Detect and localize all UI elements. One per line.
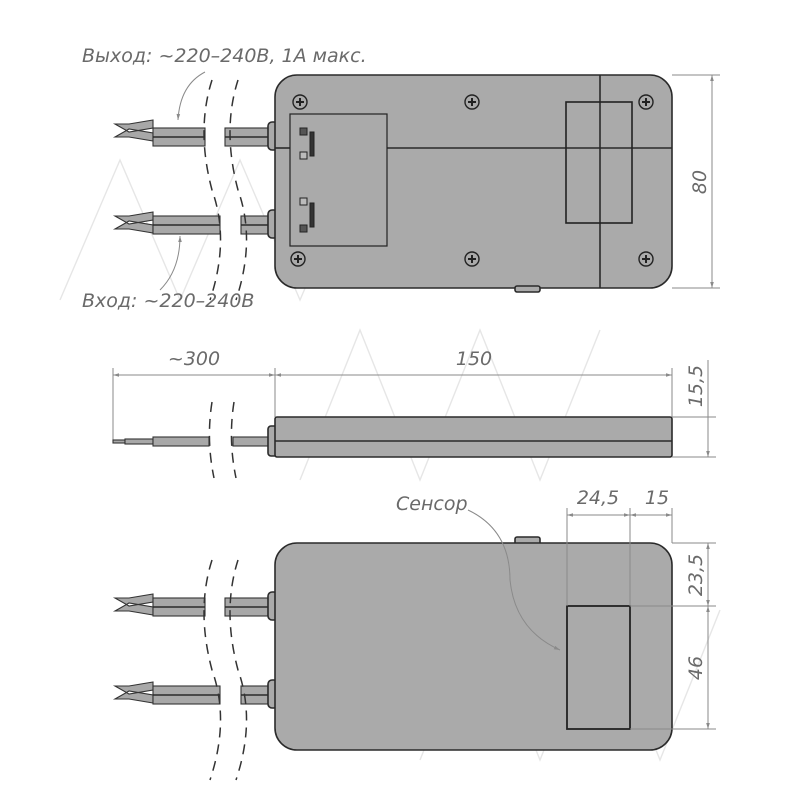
sensor-label: Сенсор — [396, 493, 468, 515]
break-mark — [229, 79, 248, 301]
input-label: Вход: ~220–240В — [82, 290, 254, 312]
dim-sensor-width: 24,5 — [577, 487, 619, 509]
side-view: ~300 150 15,5 — [112, 348, 716, 479]
dim-sensor-height: 46 — [685, 656, 707, 680]
output-cable — [112, 119, 279, 151]
sensor-window — [566, 605, 631, 730]
dim-sensor-offset-x: 15 — [645, 487, 669, 509]
cable — [112, 591, 279, 621]
dim-sensor-offset-y: 23,5 — [685, 554, 707, 596]
sensor-window-top — [565, 101, 633, 224]
dim-cable-length: ~300 — [168, 348, 220, 370]
output-label: Выход: ~220–240В, 1А макс. — [82, 45, 367, 67]
top-view: Выход: ~220–240В, 1А макс. Вход: ~220–24… — [82, 45, 720, 312]
device-body-bottom — [274, 542, 673, 751]
cable — [112, 679, 279, 709]
dim-thickness: 15,5 — [685, 365, 707, 407]
break-mark — [203, 79, 222, 301]
input-cable — [112, 209, 279, 239]
bottom-view: Сенсор 24,5 15 23,5 46 — [112, 487, 716, 781]
dim-length: 150 — [456, 348, 492, 370]
dim-height: 80 — [689, 170, 711, 194]
terminal-plate — [289, 113, 388, 247]
device-body-side — [274, 416, 673, 458]
